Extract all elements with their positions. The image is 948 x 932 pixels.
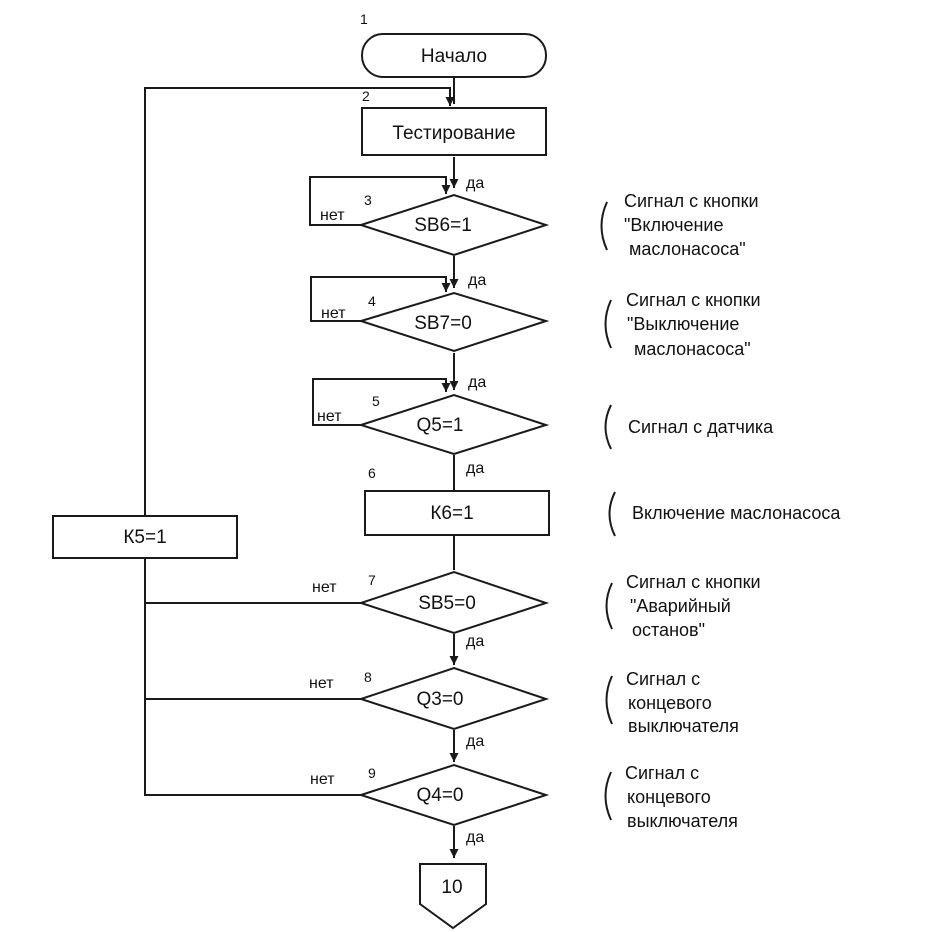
start-text: Начало (421, 46, 487, 67)
annotation-sb5: Сигнал с кнопки "Аварийный останов" (605, 572, 761, 640)
block-number-6: 6 (368, 465, 376, 481)
sb7-yes-label: да (468, 272, 486, 289)
decision-q5: Q5=1 5 нет да (317, 374, 550, 456)
sb5-yes-label: да (466, 633, 484, 650)
annotation-sb6-line2: "Включение (624, 215, 723, 235)
annotation-k6-line1: Включение маслонасоса (632, 503, 841, 523)
annotation-bracket (604, 299, 612, 349)
annotation-q3-line1: Сигнал с (626, 669, 700, 689)
sb6-yes-label: да (466, 175, 484, 192)
annotation-q5: Сигнал с датчика (604, 404, 774, 450)
q5-diamond (357, 393, 550, 456)
annotation-q4-line2: концевого (627, 787, 711, 807)
annotation-bracket (600, 201, 608, 251)
annotation-bracket (604, 404, 612, 450)
decision-sb6: SB6=1 3 нет да (320, 175, 550, 257)
k6-process (364, 490, 550, 536)
annotation-sb7-line2: "Выключение (627, 314, 739, 334)
sb5-text: SB5=0 (418, 593, 476, 614)
q4-yes-label: да (466, 829, 484, 846)
end-text: 10 (441, 877, 462, 898)
block-number-1: 1 (360, 11, 368, 27)
sb7-no-label: нет (321, 305, 346, 322)
annotation-bracket (605, 675, 613, 725)
block-k5: К5=1 (52, 515, 238, 559)
sb6-text: SB6=1 (414, 215, 472, 236)
sb7-text: SB7=0 (414, 313, 472, 334)
connector-lines (144, 78, 459, 858)
block-k6: К6=1 6 да (364, 460, 550, 536)
annotation-k6: Включение маслонасоса (608, 491, 841, 537)
annotation-sb7-line3: маслонасоса" (634, 339, 751, 359)
testing-text: Тестирование (392, 123, 515, 144)
branch-q4-no (144, 558, 361, 796)
annotation-sb6-line1: Сигнал с кнопки (624, 191, 759, 211)
block-number-5: 5 (372, 393, 380, 409)
block-number-9: 9 (368, 765, 376, 781)
q5-no-label: нет (317, 408, 342, 425)
testing-process (361, 107, 547, 156)
q4-text: Q4=0 (416, 785, 463, 806)
k6-text: К6=1 (430, 503, 473, 524)
sb5-no-label: нет (312, 579, 337, 596)
annotation-bracket (604, 771, 612, 821)
annotation-bracket (605, 582, 613, 630)
sb6-diamond (357, 193, 550, 257)
q5-yes-label-below: да (466, 460, 484, 477)
block-number-8: 8 (364, 669, 372, 685)
block-number-3: 3 (364, 192, 372, 208)
q3-no-label: нет (309, 675, 334, 692)
loop-k5-to-testing (144, 87, 455, 516)
decision-q3: Q3=0 8 нет да (309, 666, 550, 750)
block-number-2: 2 (362, 88, 370, 104)
q4-diamond (357, 763, 550, 827)
annotation-sb5-line2: "Аварийный (630, 596, 731, 616)
annotation-bracket (608, 491, 616, 537)
q5-text: Q5=1 (416, 415, 463, 436)
q5-yes-label: да (468, 374, 486, 391)
annotation-q5-line1: Сигнал с датчика (628, 417, 774, 437)
annotation-q4-line3: выключателя (627, 811, 738, 831)
annotation-sb5-line3: останов" (632, 620, 705, 640)
q3-yes-label: да (466, 733, 484, 750)
decision-sb5: SB5=0 7 нет да (312, 570, 550, 650)
k5-process (52, 515, 238, 559)
loop-sb6-no (309, 176, 451, 226)
start-terminal (361, 33, 547, 78)
block-end: 10 (419, 863, 487, 930)
decision-sb7: SB7=0 4 нет да (321, 272, 550, 353)
annotation-q4: Сигнал с концевого выключателя (604, 763, 738, 831)
annotation-sb6-line3: маслонасоса" (629, 239, 746, 259)
annotation-q3-line2: концевого (628, 693, 712, 713)
k5-text: К5=1 (123, 527, 166, 548)
block-start: Начало 1 (360, 11, 547, 78)
block-number-4: 4 (368, 293, 376, 309)
annotation-q3: Сигнал с концевого выключателя (605, 669, 739, 736)
annotation-sb6: Сигнал с кнопки "Включение маслонасоса" (600, 191, 759, 259)
annotation-sb5-line1: Сигнал с кнопки (626, 572, 761, 592)
block-number-7: 7 (368, 572, 376, 588)
annotation-q3-line3: выключателя (628, 716, 739, 736)
q4-no-label: нет (310, 771, 335, 788)
annotation-sb7-line1: Сигнал с кнопки (626, 290, 761, 310)
annotation-q4-line1: Сигнал с (625, 763, 699, 783)
loop-sb7-no (310, 276, 451, 322)
annotation-sb7: Сигнал с кнопки "Выключение маслонасоса" (604, 290, 761, 359)
end-offpage-connector (419, 863, 487, 930)
sb7-diamond (357, 291, 550, 353)
sb5-diamond (357, 570, 550, 635)
decision-q4: Q4=0 9 нет да (310, 763, 550, 846)
loop-q5-no (312, 378, 451, 426)
block-testing: Тестирование 2 (361, 88, 547, 156)
sb6-no-label: нет (320, 207, 345, 224)
q3-diamond (357, 666, 550, 731)
q3-text: Q3=0 (416, 689, 463, 710)
